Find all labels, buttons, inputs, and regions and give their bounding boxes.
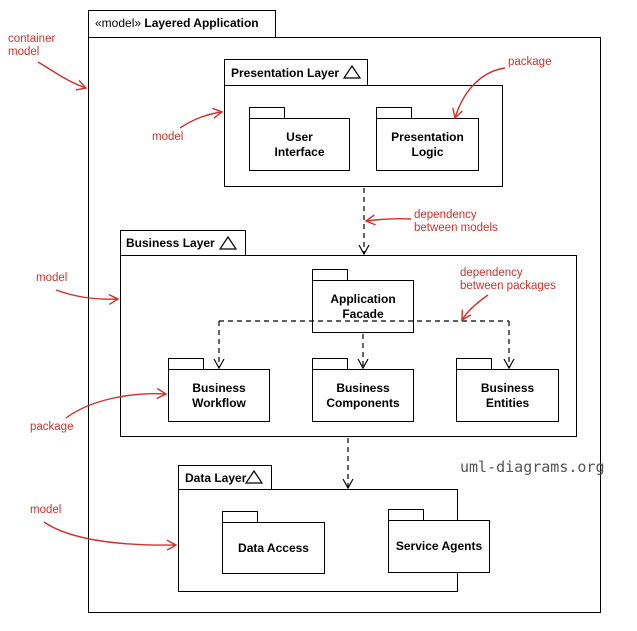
application-facade-package-tab bbox=[312, 269, 348, 282]
presentation-model-triangle-icon bbox=[342, 64, 362, 79]
business-components-package-label: Business Components bbox=[312, 369, 414, 422]
service-agents-package-label: Service Agents bbox=[388, 520, 490, 573]
business-entities-package-tab bbox=[456, 358, 492, 371]
business-workflow-line-1: Business bbox=[192, 380, 246, 395]
container-model-tab bbox=[88, 10, 276, 39]
application-facade-package-label: Application Facade bbox=[312, 280, 414, 333]
business-layer-tab bbox=[120, 230, 246, 257]
package-top-annotation: package bbox=[508, 56, 552, 68]
model-presentation-annotation: model bbox=[152, 131, 184, 143]
dependency-packages-annotation-line-2: between packages bbox=[460, 280, 556, 292]
business-workflow-package-label: Business Workflow bbox=[168, 369, 270, 422]
package-left-annotation-arrow bbox=[65, 387, 168, 419]
dependency-models-annotation-line-2: between models bbox=[414, 222, 498, 234]
user-interface-line-2: Interface bbox=[274, 144, 325, 159]
dependency-packages-annotation: dependency between packages bbox=[460, 267, 556, 293]
data-layer-tab bbox=[178, 465, 272, 491]
business-workflow-package-tab bbox=[168, 358, 204, 371]
business-entities-line-2: Entities bbox=[485, 395, 530, 410]
user-interface-package-label: User Interface bbox=[249, 118, 350, 171]
presentation-layer-tab bbox=[224, 59, 368, 87]
container-model-annotation: container model bbox=[8, 33, 55, 59]
business-components-package-tab bbox=[312, 358, 348, 371]
model-presentation-annotation-arrow bbox=[179, 107, 224, 129]
business-layer-title: Business Layer bbox=[126, 236, 215, 250]
application-facade-line-2: Facade bbox=[342, 306, 384, 321]
uml-diagrams-watermark: uml-diagrams.org bbox=[460, 458, 605, 476]
dependency-packages-annotation-line-1: dependency bbox=[460, 267, 523, 279]
package-top-annotation-arrow bbox=[452, 67, 506, 120]
model-data-annotation-arrow bbox=[43, 521, 178, 551]
presentation-logic-package-tab bbox=[376, 107, 412, 120]
presentation-layer-title: Presentation Layer bbox=[231, 66, 340, 80]
container-model-title: «model» Layered Application bbox=[95, 16, 259, 30]
presentation-logic-line-1: Presentation bbox=[391, 129, 464, 144]
user-interface-package-tab bbox=[249, 107, 285, 120]
data-access-package-label: Data Access bbox=[222, 522, 325, 574]
business-workflow-package bbox=[168, 369, 270, 422]
presentation-logic-package bbox=[376, 118, 479, 171]
dependency-packages-annotation-arrow bbox=[461, 294, 489, 322]
dependency-models-annotation-line-1: dependency bbox=[414, 209, 477, 221]
container-model-annotation-arrow bbox=[37, 61, 88, 91]
application-facade-package bbox=[312, 280, 414, 333]
business-model-triangle-icon bbox=[218, 235, 238, 250]
model-business-annotation: model bbox=[36, 272, 68, 284]
application-facade-line-1: Application bbox=[330, 291, 396, 306]
data-access-package-tab bbox=[222, 511, 258, 524]
service-agents-line-1: Service Agents bbox=[395, 539, 483, 553]
business-entities-package-label: Business Entities bbox=[456, 369, 559, 422]
model-data-annotation: model bbox=[30, 504, 62, 516]
dependency-models-annotation-arrow bbox=[364, 214, 412, 226]
user-interface-line-1: User bbox=[286, 129, 313, 144]
service-agents-package-tab bbox=[388, 509, 424, 522]
container-title-text: Layered Application bbox=[144, 16, 259, 30]
business-components-line-1: Business bbox=[336, 380, 390, 395]
data-model-triangle-icon bbox=[244, 469, 264, 484]
service-agents-package bbox=[388, 520, 490, 573]
business-entities-line-1: Business bbox=[480, 380, 535, 395]
data-access-line-1: Data Access bbox=[238, 540, 309, 555]
package-left-annotation: package bbox=[30, 421, 74, 433]
business-components-package bbox=[312, 369, 414, 422]
business-entities-package bbox=[456, 369, 559, 422]
user-interface-package bbox=[249, 118, 350, 171]
presentation-logic-package-label: Presentation Logic bbox=[376, 118, 479, 171]
container-stereotype: «model» bbox=[95, 16, 142, 30]
data-access-package bbox=[222, 522, 325, 574]
business-workflow-line-2: Workflow bbox=[192, 395, 246, 410]
model-business-annotation-arrow bbox=[55, 289, 120, 306]
dependency-models-annotation: dependency between models bbox=[414, 209, 498, 235]
container-model-annotation-line-2: model bbox=[8, 46, 40, 58]
business-components-line-2: Components bbox=[326, 395, 400, 410]
presentation-logic-line-2: Logic bbox=[411, 144, 444, 159]
data-layer-title: Data Layer bbox=[185, 471, 247, 485]
container-model-annotation-line-1: container bbox=[8, 33, 56, 45]
